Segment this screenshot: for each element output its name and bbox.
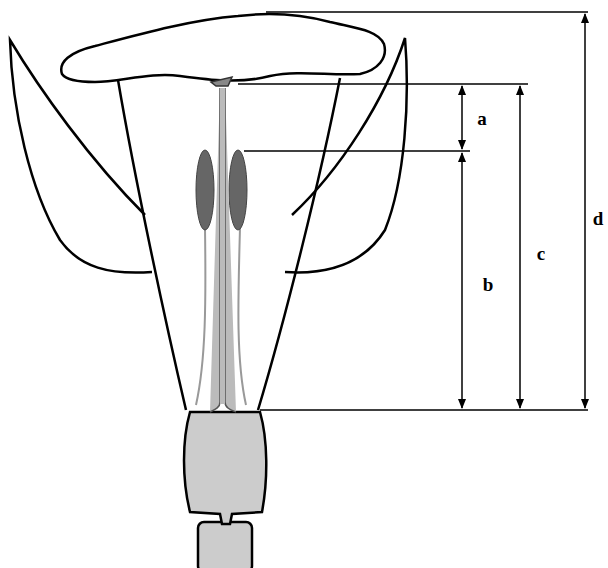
- dimension-label: c: [537, 244, 545, 263]
- pedicel: [198, 522, 252, 568]
- anther: [196, 150, 214, 230]
- dimension-label: b: [483, 275, 494, 294]
- ovary: [184, 412, 266, 524]
- dimension-label: d: [593, 209, 604, 228]
- stigma: [211, 77, 232, 86]
- anther: [229, 150, 247, 230]
- dimension-arrows: [462, 14, 585, 408]
- style-fill: [220, 88, 225, 404]
- style: [210, 88, 236, 412]
- extension-lines: [238, 12, 588, 410]
- corolla-limb: [61, 14, 385, 82]
- dimension-label: a: [477, 109, 487, 128]
